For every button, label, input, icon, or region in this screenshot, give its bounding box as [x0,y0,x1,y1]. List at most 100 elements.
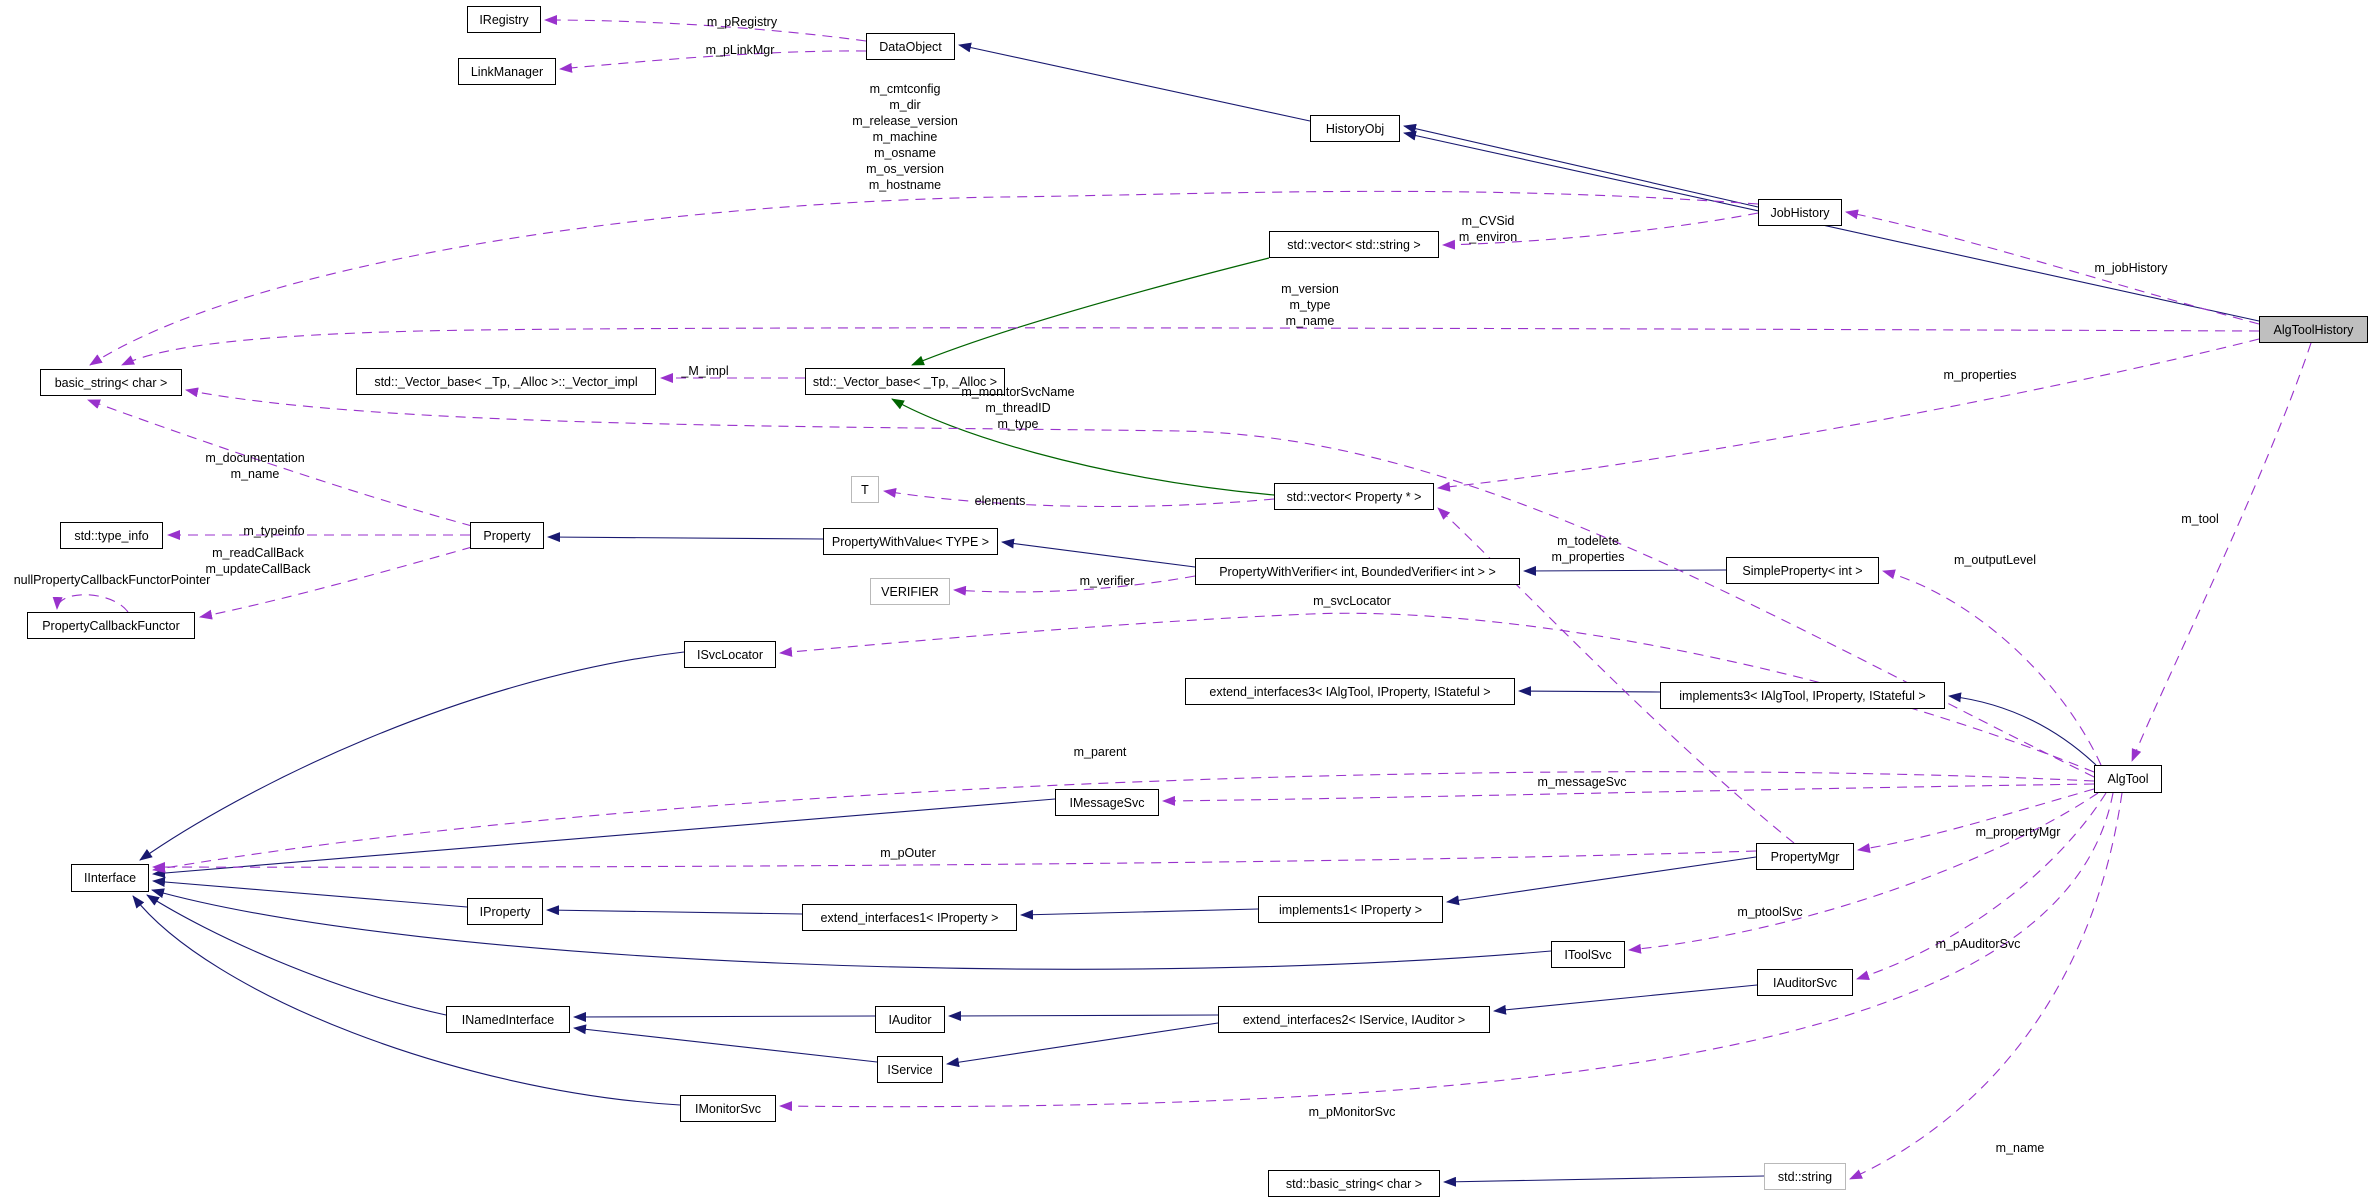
node-type-info[interactable]: std::type_info [60,522,163,549]
edge-algtool-iauditorsvc [1856,792,2107,981]
edge-label-m-ptoolsvc: m_ptoolSvc [1737,905,1803,919]
node-historyobj[interactable]: HistoryObj [1310,115,1400,142]
edge-label-m-pregistry: m_pRegistry [706,15,778,29]
node-property-with-verifier[interactable]: PropertyWithVerifier< int, BoundedVerifi… [1195,558,1520,585]
edge-label-m-name: m_name [1995,1141,2045,1155]
edge-label-monitorsvcname-threadid-type: m_monitorSvcName m_threadID m_type [961,385,1075,431]
node-algtool[interactable]: AlgTool [2094,765,2162,793]
node-std-string[interactable]: std::string [1764,1163,1846,1190]
node-iproperty[interactable]: IProperty [467,898,543,925]
node-itoolsvc[interactable]: IToolSvc [1551,941,1625,968]
node-std-basic-string-char[interactable]: std::basic_string< char > [1268,1170,1440,1197]
edge-vectorstring-vectorbase [911,257,1270,366]
node-linkmanager[interactable]: LinkManager [458,58,556,85]
node-extend-interfaces3[interactable]: extend_interfaces3< IAlgTool, IProperty,… [1185,678,1515,705]
edge-algtoolhistory-jobhistory [1845,209,2260,325]
edge-iproperty-iinterface [152,877,468,908]
edge-label-m-pouter: m_pOuter [880,846,936,860]
node-t-param: T [851,476,879,503]
edge-label-elements: elements [974,494,1026,508]
edge-label-m-tool: m_tool [2181,512,2219,526]
node-vector-string[interactable]: std::vector< std::string > [1269,231,1439,258]
edge-vectorproperty-vectorbase [891,398,1275,496]
edge-algtool-propertymgr [1857,788,2095,854]
edge-label-jobhistory-strings: m_cmtconfig m_dir m_release_version m_ma… [852,82,958,192]
edge-label-read-update-callback: m_readCallBack m_updateCallBack [205,546,311,576]
edge-algtool-itoolsvc [1628,792,2099,954]
edge-pwverifier-verifier [953,575,1196,596]
edge-jobhistory-vectorstring [1442,212,1759,250]
edge-pwvalue-property [547,532,824,543]
node-vector-base[interactable]: std::_Vector_base< _Tp, _Alloc > [805,368,1005,395]
edge-stdstring-basicstring [1443,1175,1765,1187]
edge-iauditor-inamedinterface [573,1011,876,1022]
edge-implements3-extendinterfaces3 [1518,686,1661,697]
edge-algtoolhistory-vectorproperty [1437,338,2260,492]
edge-label-todelete-properties: m_todelete m_properties [1551,534,1625,564]
node-vector-base-impl[interactable]: std::_Vector_base< _Tp, _Alloc >::_Vecto… [356,368,656,395]
node-simple-property-int[interactable]: SimpleProperty< int > [1726,557,1879,584]
edge-imonitorsvc-iinterface [132,895,681,1106]
edge-label-m-parent: m_parent [1073,745,1127,759]
edge-label-m-cvsid-environ: m_CVSid m_environ [1458,214,1518,244]
edge-algtool-iinterface-parent [152,771,2095,873]
edge-label-m-messagesvc: m_messageSvc [1537,775,1627,789]
node-property[interactable]: Property [470,522,544,549]
edge-label-m-verifier: m_verifier [1079,574,1135,588]
node-iregistry[interactable]: IRegistry [467,6,541,33]
node-iinterface[interactable]: IInterface [71,864,149,892]
edge-label-m-typeinfo: m_typeinfo [243,524,305,538]
node-implements3[interactable]: implements3< IAlgTool, IProperty, IState… [1660,682,1945,709]
edge-label-m-svclocator: m_svcLocator [1313,594,1391,608]
edge-iauditorsvc-extendinterfaces2 [1493,984,1758,1015]
edge-jobhistory-historyobj [1403,123,1759,208]
edge-label-m-impl: _M_impl [681,364,729,378]
edge-label-m-properties: m_properties [1943,368,2017,382]
edge-label-m-pmonitorsvc: m_pMonitorSvc [1308,1105,1396,1119]
edge-imessagesvc-iinterface [152,798,1056,878]
edge-vectorproperty-t [883,487,1275,508]
edge-inamedinterface-iinterface [146,894,447,1016]
edge-iservice-inamedinterface [573,1024,878,1063]
node-iauditorsvc[interactable]: IAuditorSvc [1757,969,1853,996]
node-extend-interfaces1[interactable]: extend_interfaces1< IProperty > [802,904,1017,931]
edge-propertymgr-vectorproperty [1437,507,1795,844]
node-verifier: VERIFIER [870,578,950,605]
edge-property-basicstring [87,399,473,527]
node-imonitorsvc[interactable]: IMonitorSvc [680,1095,776,1122]
edge-label-m-plinkmgr: m_pLinkMgr [705,43,775,57]
node-implements1[interactable]: implements1< IProperty > [1258,896,1443,923]
edge-algtool-basicstring [185,387,2095,778]
edge-algtoolhistory-basicstring [121,327,2260,366]
node-propertymgr[interactable]: PropertyMgr [1756,843,1854,870]
edge-implements1-extendinterfaces1 [1020,908,1259,920]
edge-algtool-imonitorsvc [779,792,2114,1112]
edge-label-m-outputlevel: m_outputLevel [1953,553,2037,567]
node-dataobject[interactable]: DataObject [866,33,955,60]
edge-label-null-property-callback: nullPropertyCallbackFunctorPointer [13,573,211,587]
edge-extendinterfaces1-iproperty [546,905,803,916]
edge-label-m-propertymgr: m_propertyMgr [1975,825,2061,839]
node-inamedinterface[interactable]: INamedInterface [446,1006,570,1033]
node-property-callback-functor[interactable]: PropertyCallbackFunctor [27,612,195,639]
edge-callbackfunctor-self [52,594,129,613]
edge-isvclocator-iinterface [139,651,685,861]
node-property-with-value[interactable]: PropertyWithValue< TYPE > [823,528,998,555]
node-isvclocator[interactable]: ISvcLocator [684,641,776,668]
node-iservice[interactable]: IService [877,1056,943,1083]
node-imessagesvc[interactable]: IMessageSvc [1055,789,1159,816]
node-basic-string-char[interactable]: basic_string< char > [40,369,182,396]
node-extend-interfaces2[interactable]: extend_interfaces2< IService, IAuditor > [1218,1006,1490,1033]
edge-label-m-pauditorsvc: m_pAuditorSvc [1935,937,2021,951]
edge-label-m-jobhistory: m_jobHistory [2094,261,2168,275]
node-vector-property-ptr[interactable]: std::vector< Property * > [1274,483,1434,510]
edge-jobhistory-basicstring [89,190,1759,366]
node-jobhistory[interactable]: JobHistory [1758,199,1842,226]
edge-extendinterfaces2-iauditor [948,1010,1219,1021]
edge-extendinterfaces2-iservice [946,1022,1219,1068]
edge-algtool-imessagesvc [1162,783,2095,806]
edge-historyobj-dataobject [958,42,1311,122]
node-iauditor[interactable]: IAuditor [875,1006,945,1033]
